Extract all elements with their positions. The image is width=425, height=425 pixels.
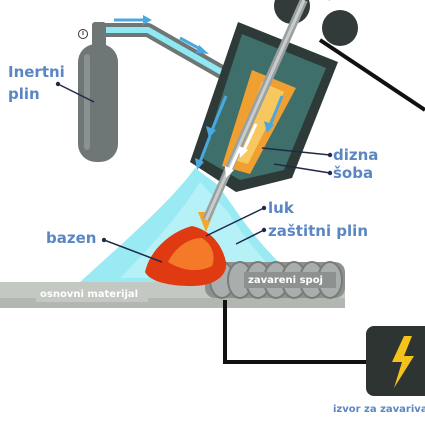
arc-label: luk xyxy=(268,199,294,217)
gas-hose-inner xyxy=(100,27,234,81)
ground-cable xyxy=(223,300,370,364)
cup-label: šoba xyxy=(333,164,374,182)
leader-lines xyxy=(55,81,333,263)
electrode-arrows xyxy=(225,123,258,178)
cylinder-valve-icon xyxy=(78,29,88,39)
torch xyxy=(190,0,338,222)
weld-joint-tag-bg xyxy=(244,272,336,288)
molten-pool-hot xyxy=(168,238,214,271)
base-plate-shade xyxy=(0,298,345,308)
gas-flow-arrows xyxy=(114,15,284,170)
shielding-gas-label: zaštitni plin xyxy=(268,222,369,240)
inert-gas-label-line1: Inertni xyxy=(8,63,65,81)
weld-joint-label: zavareni spoj xyxy=(248,275,323,286)
base-material-label: osnovni materijal xyxy=(40,289,139,300)
nozzle-label: dizna xyxy=(333,146,379,164)
power-source-label: izvor za zavarivanje xyxy=(333,404,425,415)
lightning-bolt-icon xyxy=(392,336,414,388)
gas-cylinder xyxy=(78,22,118,162)
pool-label: bazen xyxy=(46,229,97,247)
base-material-tag-bg xyxy=(36,286,148,302)
inert-gas-label-line2: plin xyxy=(8,85,40,103)
torch-cable xyxy=(318,38,425,112)
